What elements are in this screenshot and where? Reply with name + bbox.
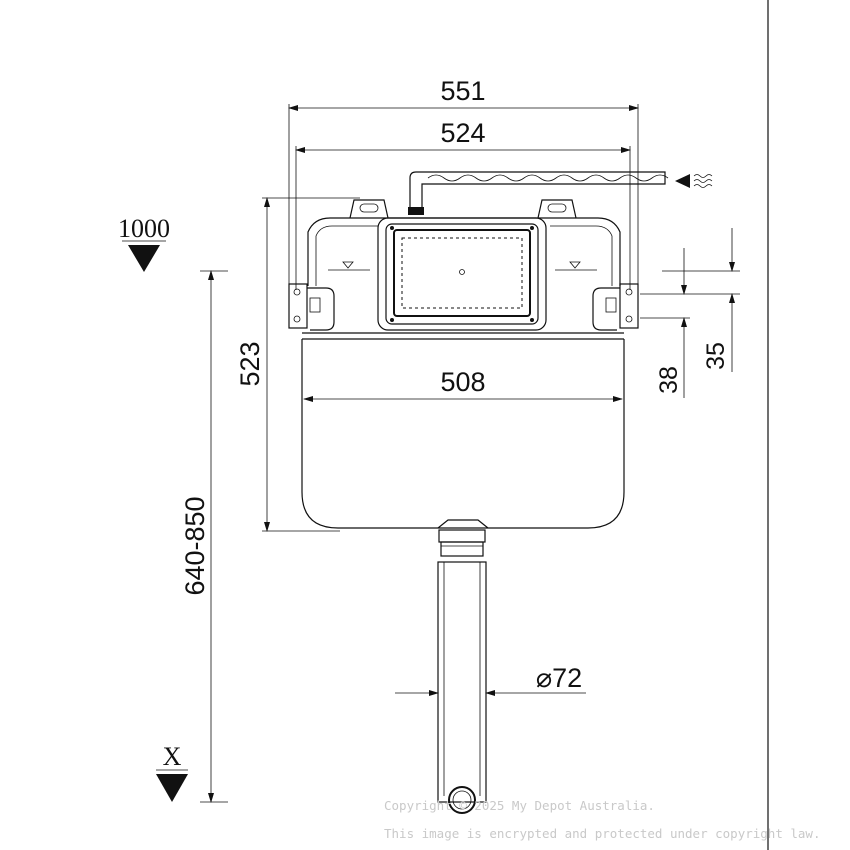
level-marker-top: 1000: [118, 214, 170, 272]
dimension-label-72: ⌀72: [536, 663, 582, 693]
dimension-tank-height: 523: [235, 197, 360, 532]
dimension-frame-width: 524: [295, 118, 631, 290]
dimension-label-508: 508: [440, 367, 485, 397]
dimension-label-38: 38: [655, 366, 683, 394]
dimension-bracket-offsets: 38 35: [640, 228, 740, 398]
cistern-frame: [288, 199, 639, 340]
watermark-line-1: Copyright © 2025 My Depot Australia.: [384, 798, 655, 813]
dimension-tank-width: 508: [303, 367, 623, 402]
level-triangle-icon: [128, 245, 160, 272]
dimension-label-35: 35: [702, 342, 730, 370]
dimension-overall-width: 551: [288, 76, 639, 290]
watermark-line-2: This image is encrypted and protected un…: [384, 826, 821, 841]
dimension-pipe-diameter: ⌀72: [395, 663, 586, 696]
dimension-label-640-850: 640-850: [180, 496, 210, 595]
dimension-install-height: 640-850: [180, 270, 228, 803]
level-label-x: X: [163, 742, 182, 771]
dimension-label-523: 523: [235, 341, 265, 386]
water-inlet-pipe: [408, 171, 713, 215]
dimension-label-551: 551: [440, 76, 485, 106]
level-triangle-icon: [156, 774, 188, 802]
inlet-arrow-icon: [675, 174, 690, 188]
flush-pipe: [437, 529, 487, 814]
cistern-tank: [301, 339, 625, 529]
level-marker-bottom: X: [156, 742, 188, 802]
level-label-1000: 1000: [118, 214, 170, 243]
dimension-label-524: 524: [440, 118, 485, 148]
